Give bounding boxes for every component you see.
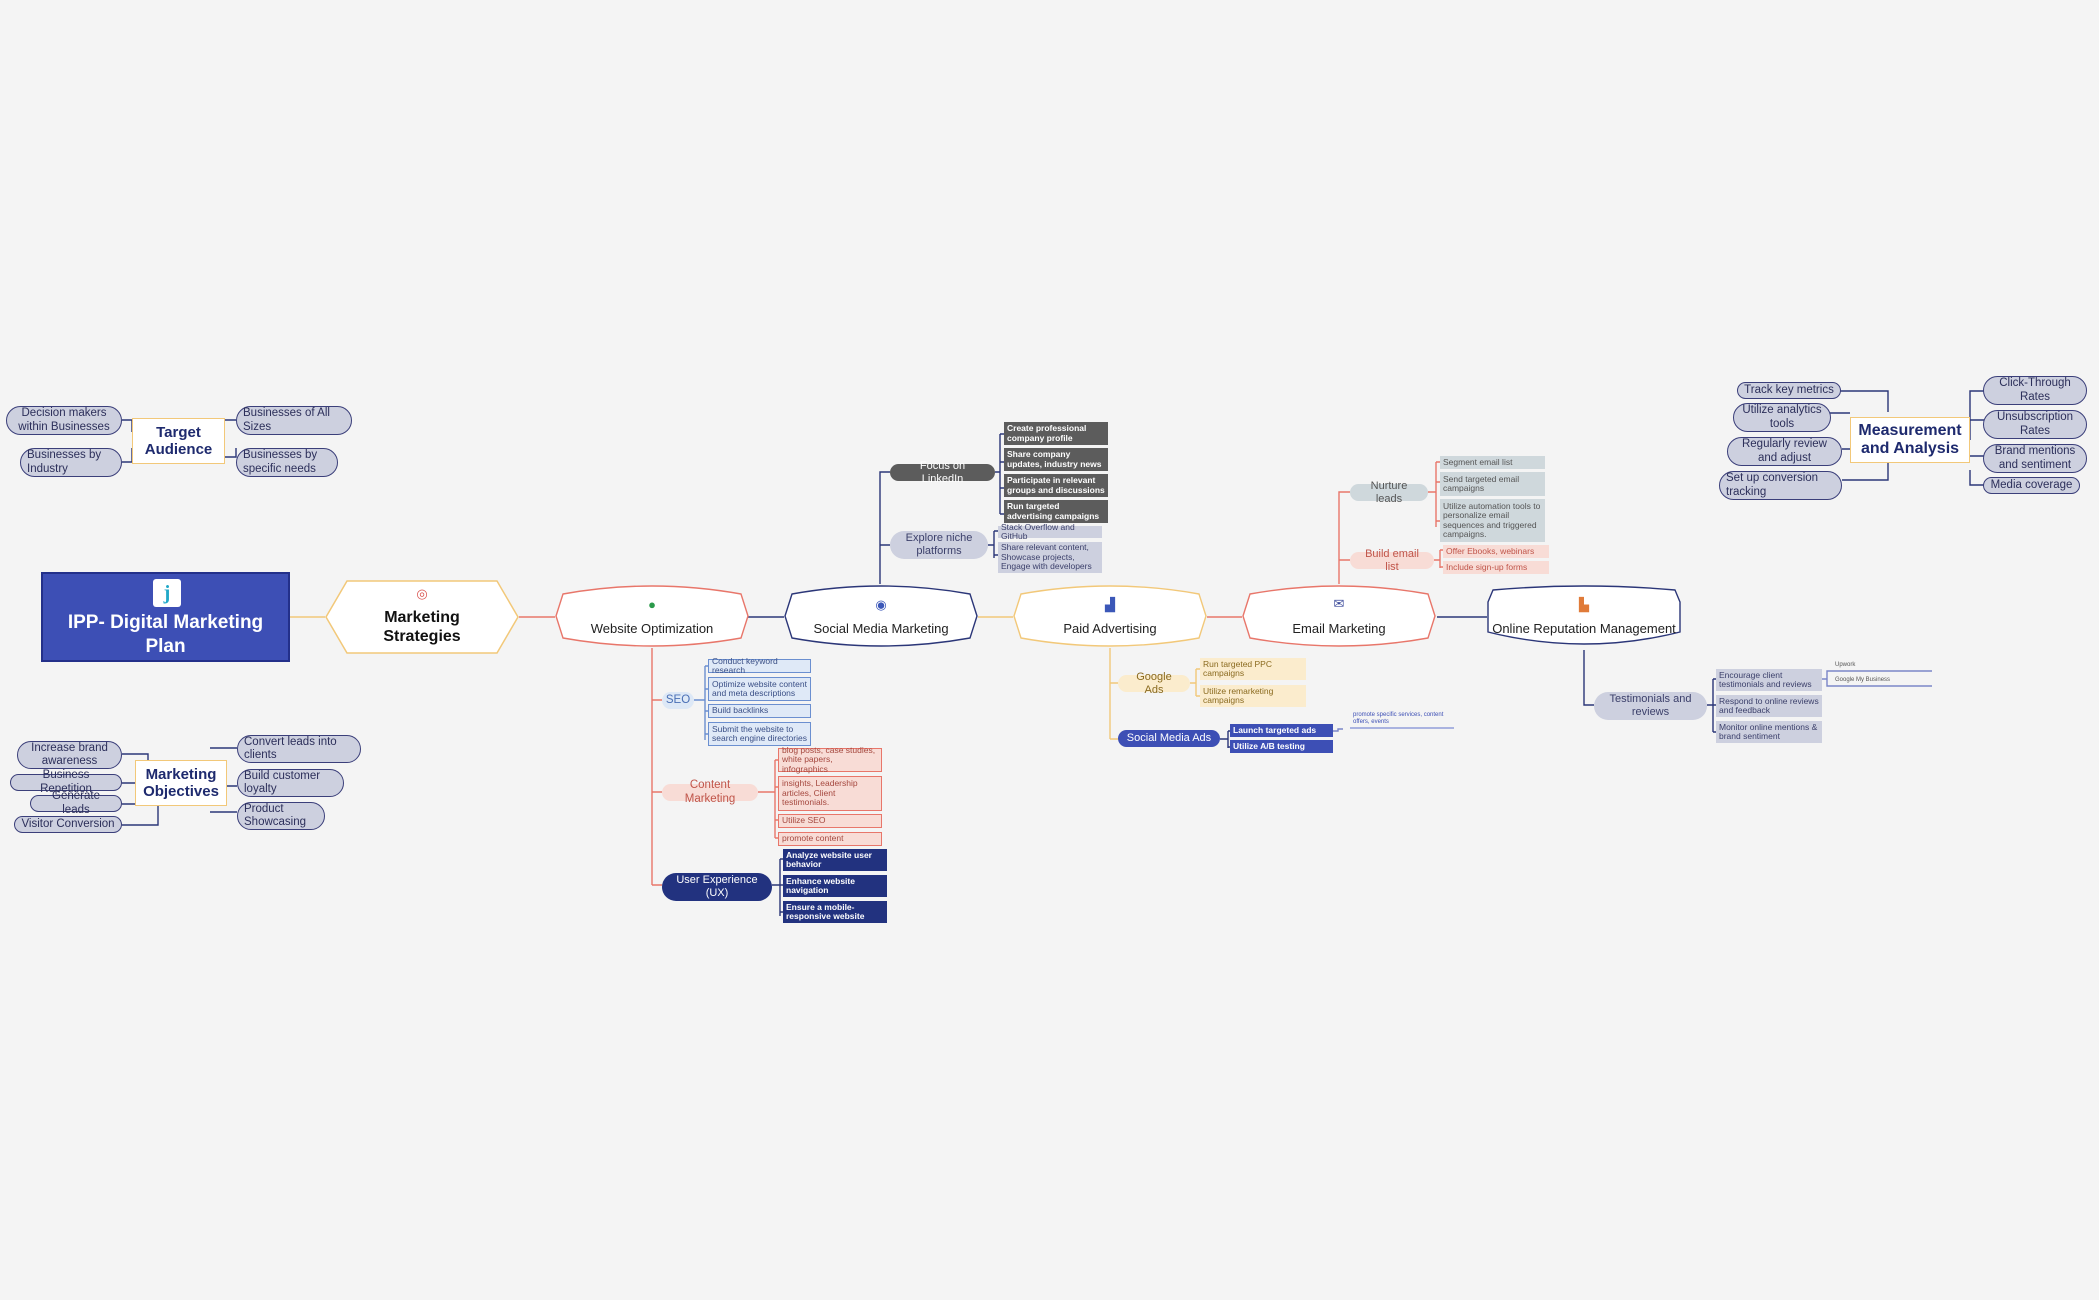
focus-linkedin-node[interactable]: Focus on LinkedIn bbox=[890, 460, 995, 485]
measurement-item[interactable]: Unsubscription Rates bbox=[1983, 410, 2087, 439]
content-marketing-node[interactable]: Content Marketing bbox=[662, 779, 758, 805]
objective-item[interactable]: Generate leads bbox=[30, 790, 122, 816]
build-list-item[interactable]: Include sign-up forms bbox=[1443, 561, 1549, 574]
testimonials-item[interactable]: Respond to online reviews and feedback bbox=[1716, 695, 1822, 717]
audience-item[interactable]: Decision makers within Businesses bbox=[6, 406, 122, 435]
website-optimization-node[interactable]: ● Website Optimization bbox=[555, 584, 749, 648]
social-media-marketing-node[interactable]: ◉ Social Media Marketing bbox=[784, 584, 978, 648]
root-title-line-1: IPP- Digital Marketing bbox=[67, 612, 264, 633]
measurement-item[interactable]: Utilize analytics tools bbox=[1733, 403, 1831, 432]
measurement-item[interactable]: Media coverage bbox=[1983, 477, 2080, 494]
paid-advertising-label: Paid Advertising bbox=[1063, 621, 1157, 636]
social-ads-item[interactable]: Launch targeted ads bbox=[1230, 724, 1333, 737]
marketing-strategies-label: Marketing Strategies bbox=[325, 608, 519, 646]
objective-item[interactable]: Business Repetition bbox=[10, 769, 122, 795]
target-audience-line-1: Target bbox=[156, 423, 201, 441]
content-item[interactable]: promote content bbox=[778, 832, 882, 846]
nurture-item[interactable]: Send targeted email campaigns bbox=[1440, 472, 1545, 496]
content-item[interactable]: insights, Leadership articles, Client te… bbox=[778, 776, 882, 811]
seo-node[interactable]: SEO bbox=[662, 692, 694, 709]
online-reputation-management-label: Online Reputation Management bbox=[1492, 621, 1676, 636]
google-ads-item[interactable]: Run targeted PPC campaigns bbox=[1200, 658, 1306, 680]
objective-item[interactable]: Increase brand awareness bbox=[17, 741, 122, 769]
measurement-analysis-node[interactable]: Measurement and Analysis bbox=[1850, 417, 1970, 463]
measurement-item[interactable]: Click-Through Rates bbox=[1983, 376, 2087, 405]
objective-item[interactable]: Build customer loyalty bbox=[237, 769, 344, 797]
explore-niche-node[interactable]: Explore niche platforms bbox=[890, 531, 988, 559]
brand-logo-icon: j bbox=[153, 579, 181, 607]
social-media-ads-node[interactable]: Social Media Ads bbox=[1118, 730, 1220, 747]
seo-item[interactable]: Submit the website to search engine dire… bbox=[708, 722, 811, 746]
niche-item[interactable]: Share relevant content, Showcase project… bbox=[998, 542, 1102, 573]
person-icon: ◉ bbox=[875, 597, 887, 612]
ux-item[interactable]: Enhance website navigation bbox=[783, 875, 887, 897]
user-experience-node[interactable]: User Experience (UX) bbox=[662, 873, 772, 901]
root-node[interactable]: j IPP- Digital Marketing Plan bbox=[41, 572, 290, 662]
ux-item[interactable]: Ensure a mobile-responsive website bbox=[783, 901, 887, 923]
testimonials-item[interactable]: Encourage client testimonials and review… bbox=[1716, 669, 1822, 691]
linkedin-item[interactable]: Run targeted advertising campaigns bbox=[1004, 500, 1108, 523]
audience-item[interactable]: Businesses by specific needs bbox=[236, 448, 338, 477]
social-ads-item[interactable]: Utilize A/B testing bbox=[1230, 740, 1333, 753]
build-list-item[interactable]: Offer Ebooks, webinars bbox=[1443, 545, 1549, 558]
testimonials-item[interactable]: Monitor online mentions & brand sentimen… bbox=[1716, 721, 1822, 743]
measurement-line-2: and Analysis bbox=[1860, 440, 1960, 457]
root-title-line-2: Plan bbox=[145, 635, 186, 657]
objective-item[interactable]: Convert leads into clients bbox=[237, 735, 361, 763]
measurement-item[interactable]: Track key metrics bbox=[1737, 382, 1841, 399]
online-reputation-management-node[interactable]: ▙ Online Reputation Management bbox=[1487, 584, 1681, 650]
objectives-line-2: Objectives bbox=[143, 783, 219, 800]
strategies-line-1: Marketing bbox=[384, 609, 460, 626]
linkedin-item[interactable]: Create professional company profile bbox=[1004, 422, 1108, 445]
email-marketing-node[interactable]: ✉ Email Marketing bbox=[1242, 584, 1436, 648]
paid-advertising-node[interactable]: ▟ Paid Advertising bbox=[1013, 584, 1207, 648]
bar-chart-icon: ▙ bbox=[1579, 597, 1589, 612]
testimonials-subitem[interactable]: Google My Business bbox=[1835, 676, 1891, 683]
seo-item[interactable]: Build backlinks bbox=[708, 704, 811, 718]
content-item[interactable]: blog posts, case studies, white papers, … bbox=[778, 745, 882, 773]
audience-item[interactable]: Businesses of All Sizes bbox=[236, 406, 352, 435]
target-icon: ◎ bbox=[416, 586, 428, 601]
testimonials-subitem[interactable]: Upwork bbox=[1835, 661, 1856, 668]
target-audience-line-2: Audience bbox=[144, 441, 213, 458]
measurement-item[interactable]: Brand mentions and sentiment bbox=[1983, 444, 2087, 473]
measurement-item[interactable]: Regularly review and adjust bbox=[1727, 437, 1842, 466]
chart-icon: ▟ bbox=[1105, 597, 1115, 612]
social-ads-note[interactable]: promote specific services, content offer… bbox=[1350, 711, 1454, 729]
measurement-line-1: Measurement bbox=[1858, 421, 1962, 439]
nurture-leads-node[interactable]: Nurture leads bbox=[1350, 480, 1428, 505]
target-audience-node[interactable]: Target Audience bbox=[132, 418, 225, 464]
google-ads-node[interactable]: Google Ads bbox=[1118, 671, 1190, 696]
website-optimization-label: Website Optimization bbox=[590, 621, 714, 636]
social-media-marketing-label: Social Media Marketing bbox=[813, 621, 949, 636]
strategies-line-2: Strategies bbox=[383, 628, 461, 646]
nurture-item[interactable]: Segment email list bbox=[1440, 456, 1545, 469]
audience-item[interactable]: Businesses by Industry bbox=[20, 448, 122, 477]
niche-item[interactable]: Stack Overflow and GitHub bbox=[998, 522, 1102, 541]
measurement-item[interactable]: Set up conversion tracking bbox=[1719, 471, 1842, 500]
envelope-icon: ✉ bbox=[1333, 596, 1345, 611]
seo-item[interactable]: Conduct keyword research bbox=[708, 656, 811, 675]
objective-item[interactable]: Visitor Conversion bbox=[14, 816, 122, 833]
root-title: IPP- Digital Marketing Plan bbox=[43, 611, 288, 659]
content-item[interactable]: Utilize SEO bbox=[778, 814, 882, 828]
build-email-list-node[interactable]: Build email list bbox=[1350, 548, 1434, 573]
email-marketing-label: Email Marketing bbox=[1292, 621, 1386, 636]
google-ads-item[interactable]: Utilize remarketing campaigns bbox=[1200, 685, 1306, 707]
linkedin-item[interactable]: Participate in relevant groups and discu… bbox=[1004, 474, 1108, 497]
linkedin-item[interactable]: Share company updates, industry news bbox=[1004, 448, 1108, 471]
objectives-line-1: Marketing bbox=[145, 765, 217, 783]
seo-item[interactable]: Optimize website content and meta descri… bbox=[708, 677, 811, 701]
marketing-strategies-node[interactable]: ◎ Marketing Strategies bbox=[325, 580, 519, 654]
marketing-objectives-node[interactable]: Marketing Objectives bbox=[135, 760, 227, 806]
globe-icon: ● bbox=[648, 597, 656, 612]
ux-item[interactable]: Analyze website user behavior bbox=[783, 849, 887, 871]
nurture-item[interactable]: Utilize automation tools to personalize … bbox=[1440, 499, 1545, 542]
objective-item[interactable]: Product Showcasing bbox=[237, 802, 325, 830]
testimonials-node[interactable]: Testimonials and reviews bbox=[1594, 692, 1707, 720]
